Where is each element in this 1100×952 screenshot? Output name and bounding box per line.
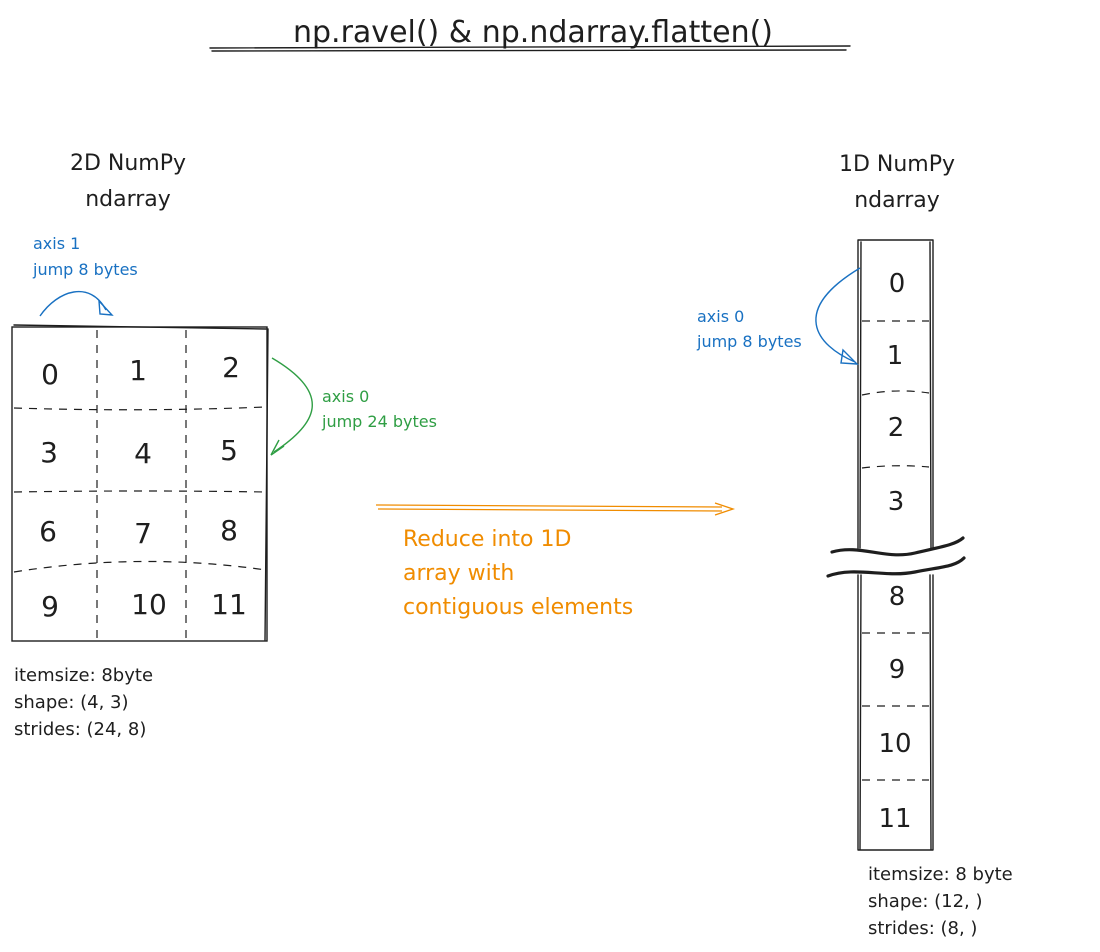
left-axis0-jump: jump 24 bytes <box>321 412 437 431</box>
array-2d-cell: 10 <box>131 588 167 621</box>
array-2d-cell: 11 <box>211 588 247 621</box>
array-2d-cell: 3 <box>40 436 58 469</box>
left-shape: shape: (4, 3) <box>14 692 129 713</box>
array-2d-cell: 9 <box>41 590 59 623</box>
left-axis0-label: axis 0 <box>322 387 369 406</box>
array-2d-cell: 0 <box>41 358 59 391</box>
array-1d-cell: 10 <box>878 729 911 759</box>
array-2d-grid <box>11 324 269 642</box>
left-itemsize: itemsize: 8byte <box>14 665 153 686</box>
right-axis0-label: axis 0 <box>697 307 744 326</box>
left-axis0-arrowhead <box>270 439 285 456</box>
reduce-text-line2: array with <box>403 561 514 586</box>
array-2d-cell: 6 <box>39 515 57 548</box>
left-heading-line2: ndarray <box>85 187 171 212</box>
reduce-arrow <box>375 502 736 516</box>
title-underline <box>209 45 851 52</box>
array-1d-column <box>857 239 934 851</box>
array-1d-cell: 0 <box>889 269 906 299</box>
break-mark <box>826 536 966 578</box>
right-axis0-arrow <box>815 267 861 363</box>
array-1d-cell: 11 <box>878 804 911 834</box>
array-2d-cell: 4 <box>134 437 152 470</box>
array-1d-cell: 2 <box>888 413 905 443</box>
left-heading-line1: 2D NumPy <box>70 151 186 176</box>
array-1d-cell: 9 <box>889 655 906 685</box>
left-axis1-arrowhead <box>98 299 114 316</box>
right-strides: strides: (8, ) <box>868 918 977 939</box>
array-2d-cell: 5 <box>220 434 238 467</box>
right-itemsize: itemsize: 8 byte <box>868 864 1013 885</box>
array-2d-cell: 7 <box>134 517 152 550</box>
array-1d-cell: 3 <box>888 487 905 517</box>
left-strides: strides: (24, 8) <box>14 719 146 740</box>
left-axis1-jump: jump 8 bytes <box>32 260 138 279</box>
right-axis0-jump: jump 8 bytes <box>696 332 802 351</box>
array-1d-cell: 1 <box>887 341 904 371</box>
array-1d-cell: 8 <box>889 582 906 612</box>
reduce-text-line1: Reduce into 1D <box>403 527 571 552</box>
reduce-text-line3: contiguous elements <box>403 595 633 620</box>
right-heading-line1: 1D NumPy <box>839 152 955 177</box>
array-2d-cell: 8 <box>220 514 238 547</box>
right-heading-line2: ndarray <box>854 188 940 213</box>
array-2d-cell: 1 <box>129 354 147 387</box>
diagram-title: np.ravel() & np.ndarray.flatten() <box>293 15 773 50</box>
left-axis0-arrow <box>271 357 313 453</box>
array-2d-cell: 2 <box>222 351 240 384</box>
right-axis0-arrowhead <box>840 348 859 365</box>
left-axis1-arrow <box>39 290 107 317</box>
right-shape: shape: (12, ) <box>868 891 983 912</box>
left-axis1-label: axis 1 <box>33 234 80 253</box>
